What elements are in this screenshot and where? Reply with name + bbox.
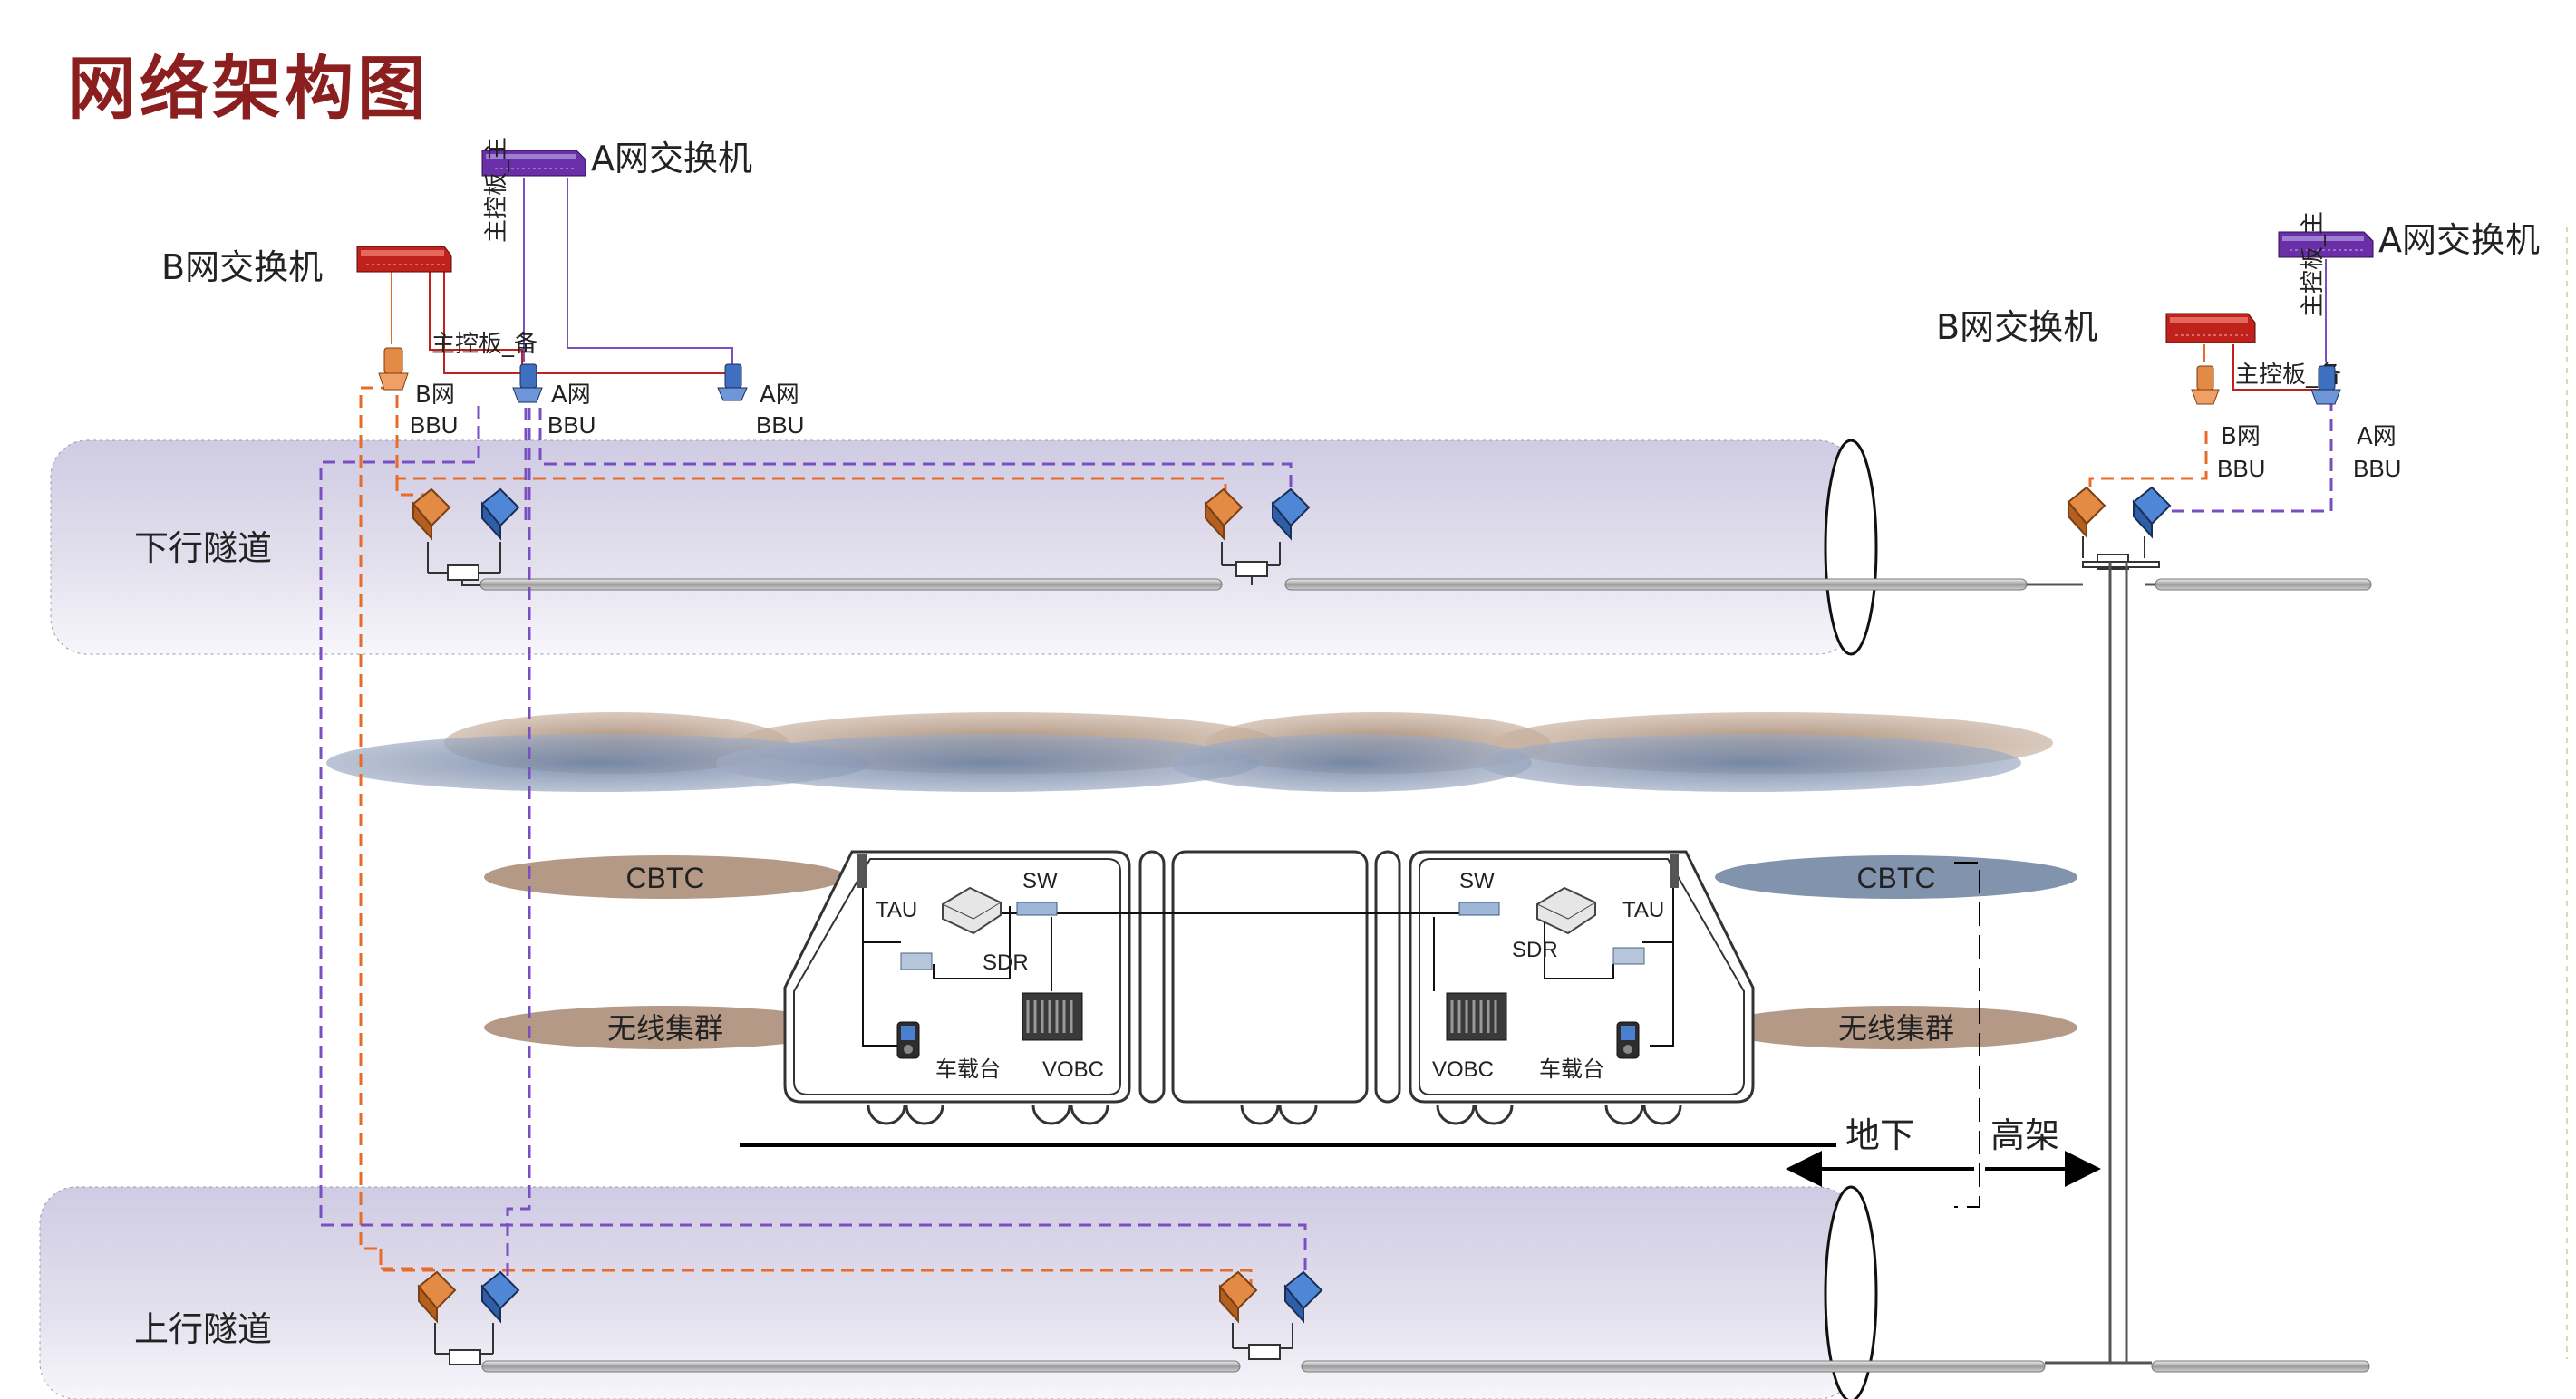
trunking-bubble-left: 无线集群: [484, 1006, 847, 1049]
tau-device-right: [1612, 947, 1645, 965]
b-bbu-left-label-1: B网: [415, 381, 455, 409]
b-network-dashed-lines: [359, 386, 2208, 1287]
down-tunnel-label: 下行隧道: [134, 528, 272, 568]
onboard-console-right: [1616, 1021, 1640, 1059]
tau-label-right: TAU: [1622, 898, 1664, 922]
rru-a-icon: [2132, 486, 2172, 539]
vobc-device-right: [1446, 992, 1507, 1041]
sdr-label-left: SDR: [983, 950, 1029, 975]
sw-label-left: SW: [1022, 869, 1058, 893]
a-bbu-right-label-2: BBU: [2353, 455, 2401, 482]
a-bbu-left-1-label-2: BBU: [547, 411, 596, 439]
sw-label-right: SW: [1459, 869, 1495, 893]
elevated-label: 高架: [1990, 1115, 2059, 1155]
a-switch-left-label: A网交换机: [591, 139, 752, 178]
b-switch-left-label: B网交换机: [161, 247, 323, 287]
onboard-console-left: [896, 1021, 920, 1059]
sw-device-left: [1016, 902, 1058, 916]
leaky-cables: [479, 578, 2372, 1373]
b-switch-right-label: B网交换机: [1936, 307, 2097, 347]
cbtc-label-left: CBTC: [625, 862, 704, 894]
rru-b-icon: [417, 1270, 457, 1324]
sw-device-right: [1458, 902, 1500, 916]
b-bbu-right: [2191, 365, 2220, 405]
train: [783, 850, 1755, 1104]
a-network-dashed-lines: [319, 399, 2333, 1287]
tau-antenna-right: [1670, 854, 1679, 888]
rru-b-icon: [412, 487, 451, 541]
sdr-device-left: [942, 886, 1002, 935]
cbtc-bubble-right: CBTC: [1715, 855, 2077, 899]
tau-antenna-left: [857, 854, 867, 888]
main-board-main-left: 主控板_主: [483, 137, 510, 243]
boundary-dashed-line: [1954, 862, 1980, 1208]
train-wheels: [867, 1105, 1682, 1125]
rru-b-icon: [2067, 486, 2106, 539]
rru-units: [412, 486, 2172, 1324]
onboard-wiring-left: [862, 868, 1674, 1047]
a-bbu-left-1: [512, 363, 543, 403]
sdr-label-right: SDR: [1512, 938, 1558, 962]
rru-a-icon: [480, 1270, 520, 1324]
b-switch-right: [2165, 313, 2256, 343]
combiner-connectors: [427, 536, 2160, 1365]
trunking-label-right: 无线集群: [1838, 1011, 1954, 1046]
a-bbu-left-2: [717, 363, 748, 401]
a-switch-right-label: A网交换机: [2378, 220, 2540, 260]
rru-a-icon: [1271, 487, 1311, 541]
trunking-label-left: 无线集群: [607, 1011, 723, 1046]
b-switch-left: [356, 246, 452, 273]
b-bbu-left: [378, 347, 409, 391]
vobc-label-right: VOBC: [1432, 1057, 1494, 1082]
trunking-bubble-right: 无线集群: [1715, 1006, 2077, 1049]
a-bbu-left-2-label-1: A网: [760, 381, 799, 409]
main-board-main-right: 主控板_主: [2300, 211, 2327, 317]
up-tunnel-label: 上行隧道: [134, 1309, 272, 1349]
b-bbu-right-label-2: BBU: [2217, 455, 2265, 482]
elevated-pole: [2027, 562, 2155, 1365]
b-bbu-left-label-2: BBU: [410, 411, 458, 439]
a-switch-right: [2278, 231, 2374, 258]
b-bbu-right-label-1: B网: [2221, 423, 2261, 450]
tau-label-left: TAU: [876, 898, 917, 922]
main-board-backup-left: 主控板_备: [431, 331, 537, 358]
rru-a-icon: [1283, 1270, 1323, 1324]
a-bbu-left-2-label-2: BBU: [756, 411, 804, 439]
cbtc-bubble-left: CBTC: [484, 855, 847, 899]
rru-a-icon: [480, 487, 520, 541]
sdr-device-right: [1536, 886, 1596, 935]
underground-label: 地下: [1845, 1115, 1914, 1155]
down-tunnel: [50, 439, 1878, 656]
a-bbu-left-1-label-1: A网: [551, 381, 591, 409]
a-bbu-right: [2310, 365, 2341, 405]
a-bbu-right-label-1: A网: [2357, 423, 2397, 450]
vobc-device-left: [1022, 992, 1083, 1041]
console-label-right: 车载台: [1539, 1056, 1604, 1082]
a-switch-left: [481, 150, 586, 177]
page-title: 网络架构图: [67, 48, 430, 129]
console-label-left: 车载台: [935, 1056, 1001, 1082]
rru-b-icon: [1218, 1270, 1258, 1324]
vobc-label-left: VOBC: [1042, 1057, 1104, 1082]
rru-b-icon: [1204, 487, 1244, 541]
tau-device-left: [900, 952, 933, 970]
cbtc-label-right: CBTC: [1856, 862, 1935, 894]
coverage-ellipses: [326, 712, 2053, 792]
